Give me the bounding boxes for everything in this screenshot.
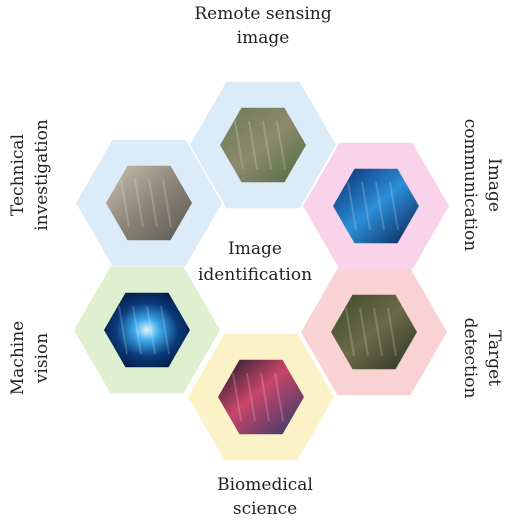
label-remote-sensing: Remote sensing image	[194, 2, 331, 50]
aerial-map-photo	[220, 107, 306, 183]
hex-node-technical-investigation	[76, 139, 222, 267]
medical-scan-monitors-photo-texture	[246, 372, 256, 422]
network-servers-photo	[333, 168, 419, 244]
aerial-map-photo-texture	[248, 120, 258, 170]
label-technical-investigation: Technical investigation	[6, 119, 54, 231]
network-servers-photo-texture	[361, 181, 371, 231]
digital-eye-photo	[104, 292, 190, 368]
computer-lab-photo-texture	[120, 178, 130, 228]
label-machine-vision: Machine vision	[6, 321, 54, 395]
aerial-map-photo-texture	[262, 120, 272, 170]
aerial-map-photo-texture	[234, 120, 244, 170]
computer-lab-photo-texture	[148, 178, 158, 228]
label-target-detection-line-2: detection	[460, 317, 480, 399]
label-machine-vision-line-1: Machine	[8, 320, 28, 396]
label-biomedical-science: Biomedical science	[217, 473, 313, 521]
medical-scan-monitors-photo-texture	[232, 372, 242, 422]
network-servers-photo-texture	[389, 181, 399, 231]
label-technical-investigation-line-2: investigation	[32, 119, 52, 231]
label-biomedical-science-line-1: Biomedical	[217, 475, 313, 495]
digital-eye-photo-texture	[146, 305, 156, 355]
computer-lab-photo	[106, 165, 192, 241]
label-image-communication: Image communication	[458, 119, 506, 251]
computer-lab-photo-texture	[162, 178, 172, 228]
label-target-detection-line-1: Target	[484, 329, 504, 387]
hex-node-remote-sensing	[190, 81, 336, 209]
aerial-map-photo-texture	[276, 120, 286, 170]
network-servers-photo-texture	[347, 181, 357, 231]
digital-eye-photo-texture	[132, 305, 142, 355]
label-remote-sensing-line-1: Remote sensing	[194, 4, 332, 24]
computer-lab-photo-texture	[134, 178, 144, 228]
soldier-binoculars-photo-texture	[373, 307, 383, 357]
soldier-binoculars-photo	[331, 294, 417, 370]
soldier-binoculars-photo-texture	[359, 307, 369, 357]
center-label-line-2: identification	[197, 265, 313, 285]
label-remote-sensing-line-2: image	[236, 28, 290, 48]
label-image-communication-line-1: Image	[484, 158, 504, 212]
medical-scan-monitors-photo-texture	[260, 372, 270, 422]
soldier-binoculars-photo-texture	[345, 307, 355, 357]
center-label: Image identification	[198, 236, 312, 288]
label-machine-vision-line-2: vision	[32, 332, 52, 384]
hex-node-image-communication	[303, 142, 449, 270]
medical-scan-monitors-photo	[218, 359, 304, 435]
hex-node-biomedical-science	[188, 333, 334, 461]
center-label-line-1: Image	[228, 239, 282, 259]
label-technical-investigation-line-1: Technical	[8, 133, 28, 217]
hex-node-target-detection	[301, 268, 447, 396]
medical-scan-monitors-photo-texture	[274, 372, 284, 422]
soldier-binoculars-photo-texture	[387, 307, 397, 357]
label-image-communication-line-2: communication	[460, 118, 480, 252]
hex-node-machine-vision	[74, 266, 220, 394]
label-biomedical-science-line-2: science	[232, 499, 298, 519]
label-target-detection: Target detection	[458, 318, 506, 399]
network-servers-photo-texture	[375, 181, 385, 231]
digital-eye-photo-texture	[118, 305, 128, 355]
digital-eye-photo-texture	[160, 305, 170, 355]
